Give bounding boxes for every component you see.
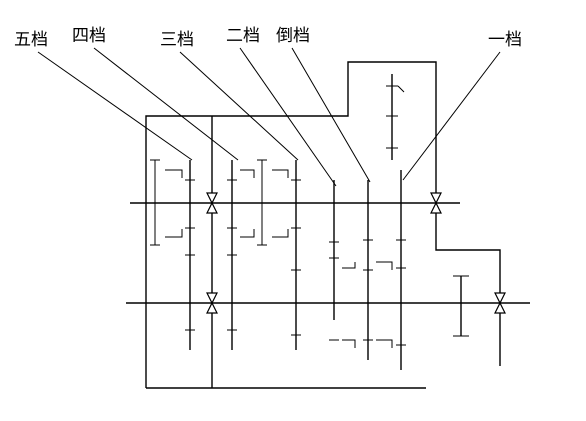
housing-outline (145, 61, 501, 388)
bearing-lower-left (206, 292, 218, 314)
bearing-output (494, 292, 506, 314)
leader-second-gear (239, 47, 337, 187)
gear-fourth-teeth (227, 179, 237, 331)
synchro-second (342, 262, 356, 348)
leader-third-gear (179, 51, 299, 161)
bearing-upper-left (206, 192, 218, 214)
reverse-idler (386, 74, 405, 160)
synchro-fifth (150, 159, 183, 246)
label-reverse-gear: 倒档 (276, 26, 310, 46)
label-third-gear: 三档 (160, 30, 194, 50)
label-second-gear: 二档 (226, 26, 260, 46)
bearing-upper-right (430, 192, 442, 214)
gear-reverse-teeth (363, 239, 373, 341)
leader-fourth-gear (93, 47, 239, 161)
output-gear (453, 275, 469, 337)
label-fifth-gear: 五档 (14, 30, 48, 50)
gear-fifth-teeth (185, 179, 195, 331)
output-gear-teeth (453, 275, 469, 337)
synchronizers (150, 159, 393, 348)
label-fourth-gear: 四档 (72, 26, 106, 46)
bearings (206, 192, 506, 314)
leader-fifth-gear (37, 51, 193, 161)
leader-reverse-gear (291, 47, 371, 183)
label-first-gear: 一档 (488, 30, 522, 50)
gear-second-teeth (329, 241, 339, 341)
gear-third-teeth (291, 179, 301, 336)
leader-lines (37, 47, 501, 187)
leader-first-gear (402, 51, 501, 181)
synchro-third-fourth (240, 159, 289, 246)
gearbox-housing (145, 61, 501, 389)
gear-first-teeth (396, 239, 406, 346)
synchro-first-reverse (376, 261, 393, 348)
gears (185, 160, 406, 370)
idler-teeth (386, 85, 405, 149)
